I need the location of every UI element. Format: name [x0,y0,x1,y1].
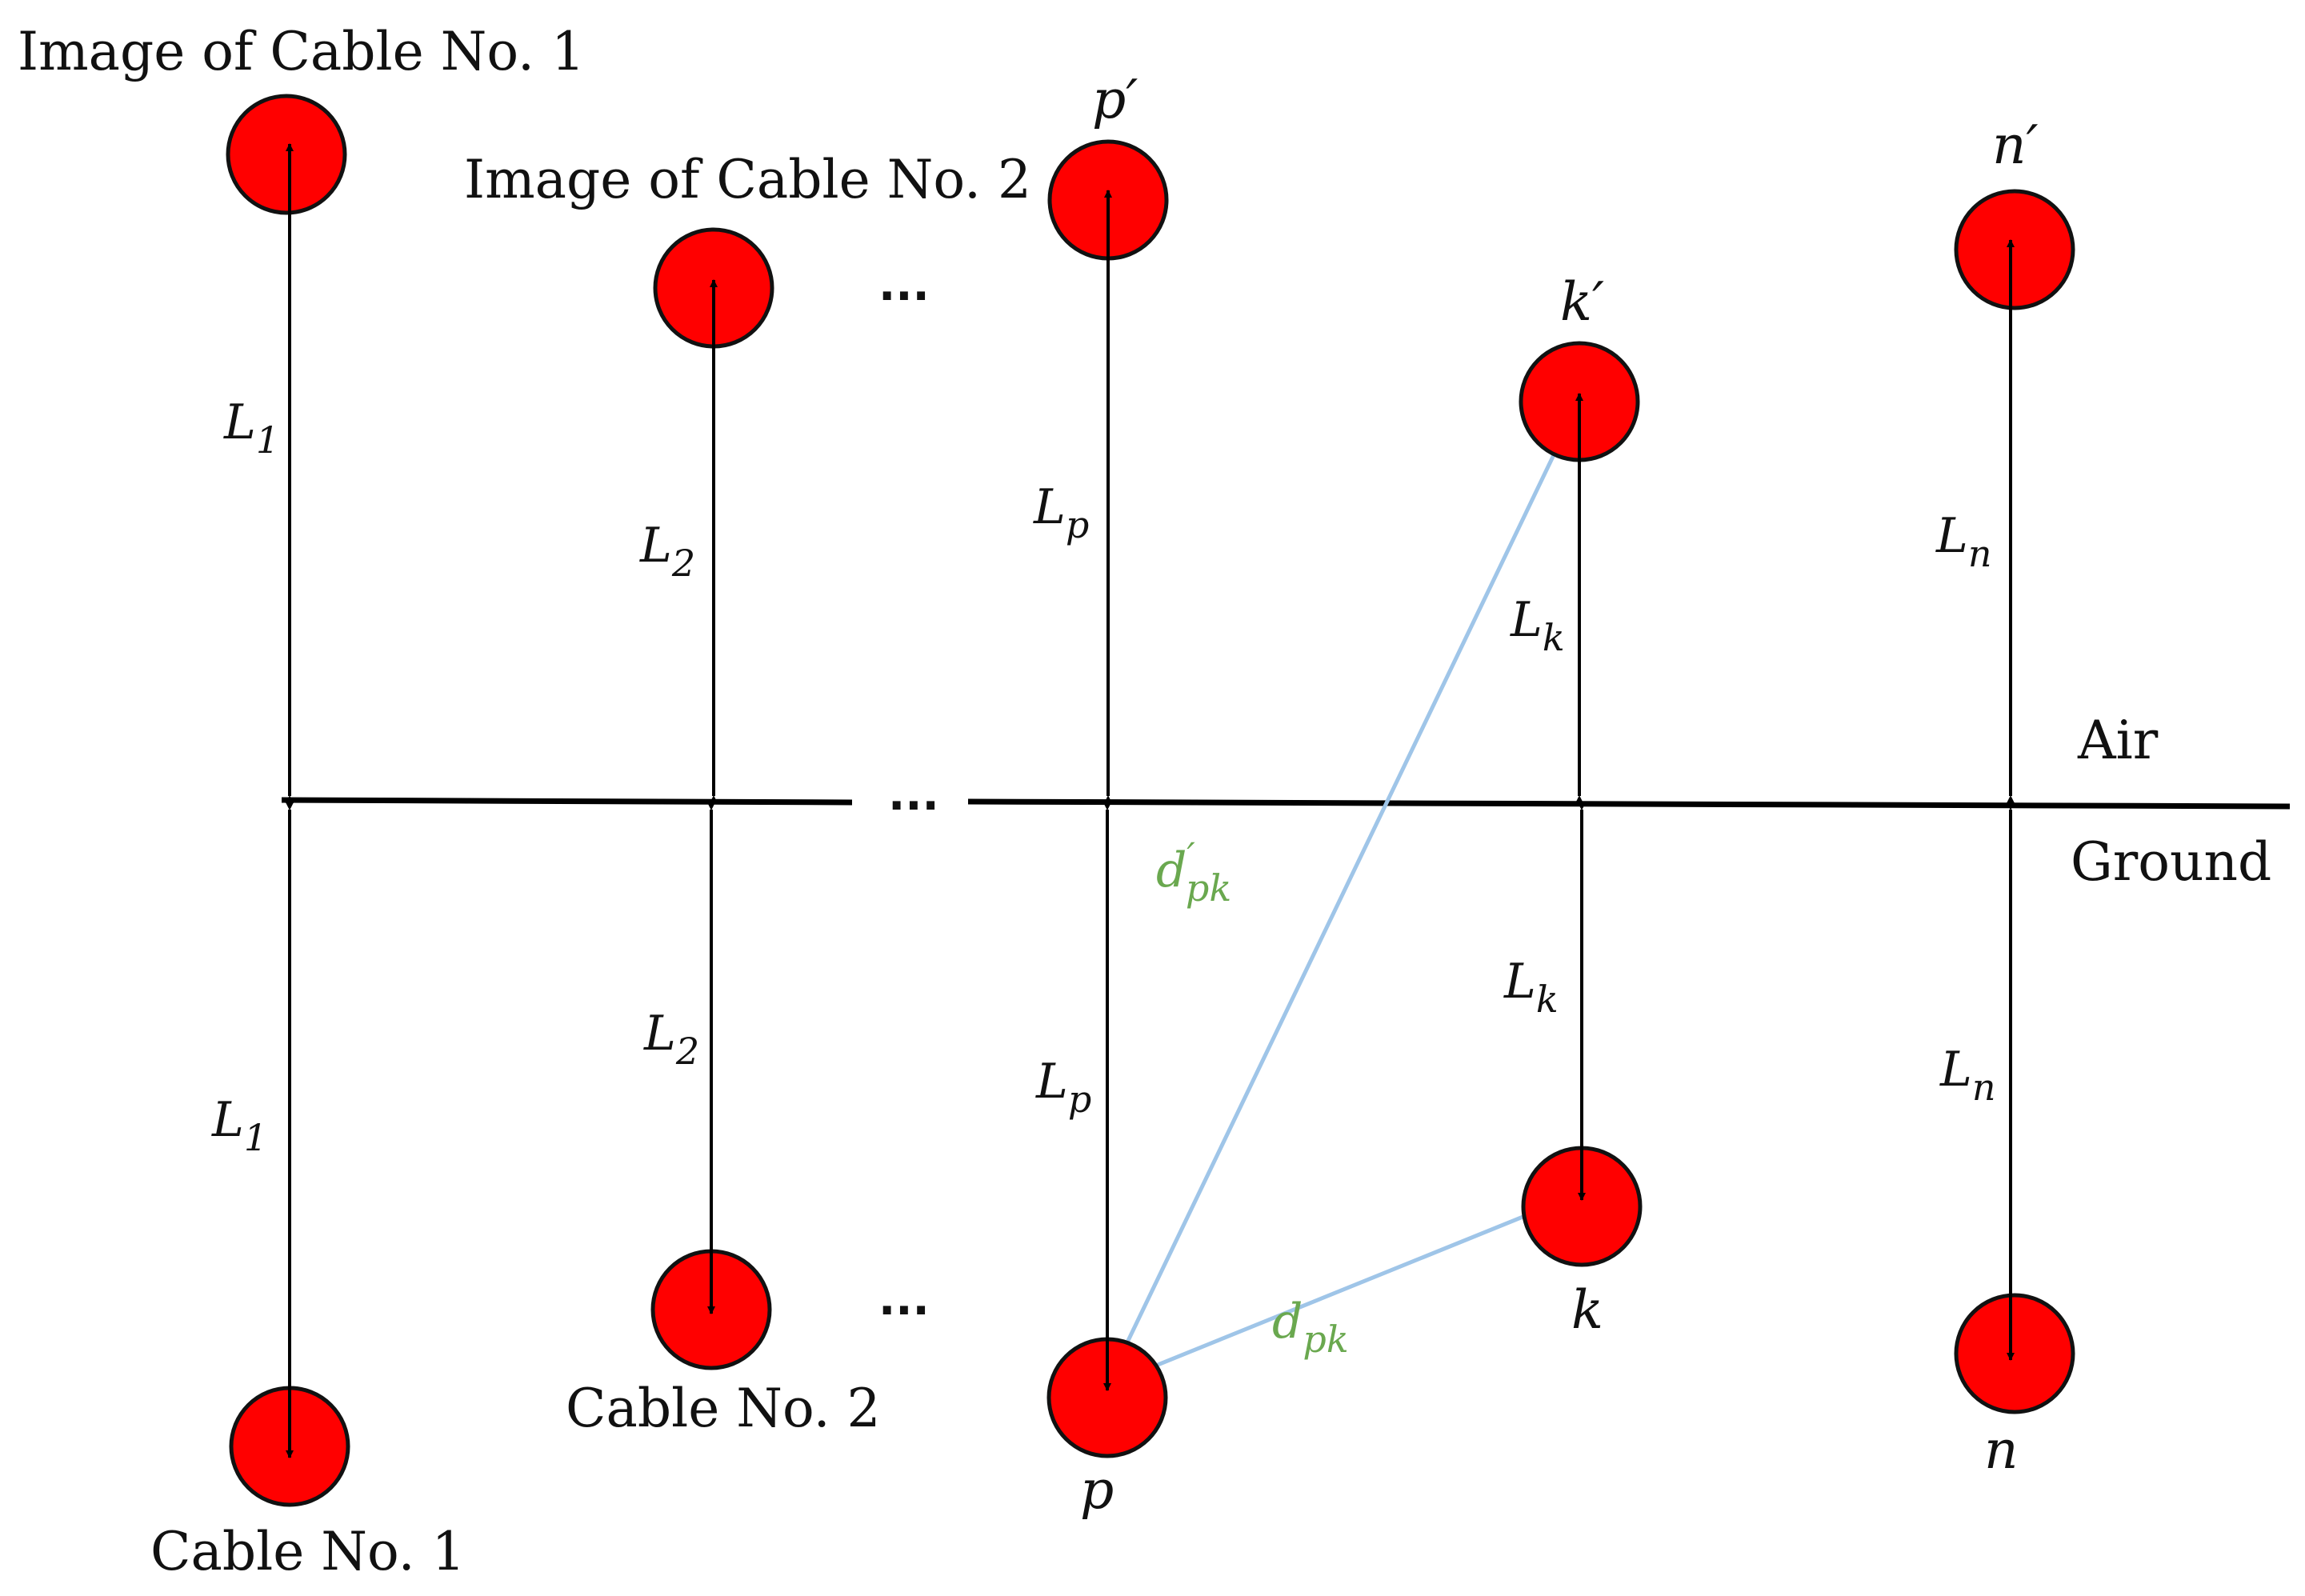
distance-label-d-pk: dpk [1272,1294,1349,1361]
distance-line-d-pk-prime [1104,398,1583,1387]
distance-label-d-pk-prime: d′pk [1156,834,1231,910]
dim-label-lower-k: Lk [1503,954,1559,1021]
dim-label-upper-k: Lk [1510,592,1565,659]
label-cable-2: Cable No. 2 [566,1378,881,1439]
ellipsis-ground: ... [888,769,939,821]
label-image-cable-2: Image of Cable No. 2 [464,149,1031,210]
ellipsis-top: ... [878,259,930,311]
dim-label-upper-2: L2 [639,518,695,585]
dim-label-upper-p: Lp [1033,479,1089,546]
image-cable-n-circle [1954,189,2075,310]
image-cable-1-circle [226,94,347,215]
cable-n-circle [1954,1293,2075,1414]
point-label-k: k [1571,1279,1603,1341]
point-label-k-prime: k′ [1560,271,1604,333]
point-label-p: p [1080,1459,1114,1521]
dim-label-lower-p: Lp [1035,1054,1091,1121]
label-image-cable-1: Image of Cable No. 1 [18,21,585,82]
ellipsis-bottom: ... [878,1274,930,1326]
dim-label-lower-2: L2 [643,1006,699,1073]
label-air: Air [2077,710,2159,771]
label-ground: Ground [2071,831,2271,893]
point-label-n-prime: n′ [1992,114,2039,176]
dim-label-lower-1: L1 [211,1092,267,1159]
dim-label-lower-n: Ln [1939,1042,1995,1109]
dim-label-upper-n: Ln [1935,508,1991,575]
point-label-p-prime: p′ [1092,69,1138,130]
ground-line-left [281,797,853,806]
distance-line-d-pk [1106,1191,1581,1388]
dim-label-upper-1: L1 [223,394,279,462]
ground-line-right [967,798,2291,810]
label-cable-1: Cable No. 1 [150,1521,466,1582]
point-label-n: n [1984,1419,2019,1481]
